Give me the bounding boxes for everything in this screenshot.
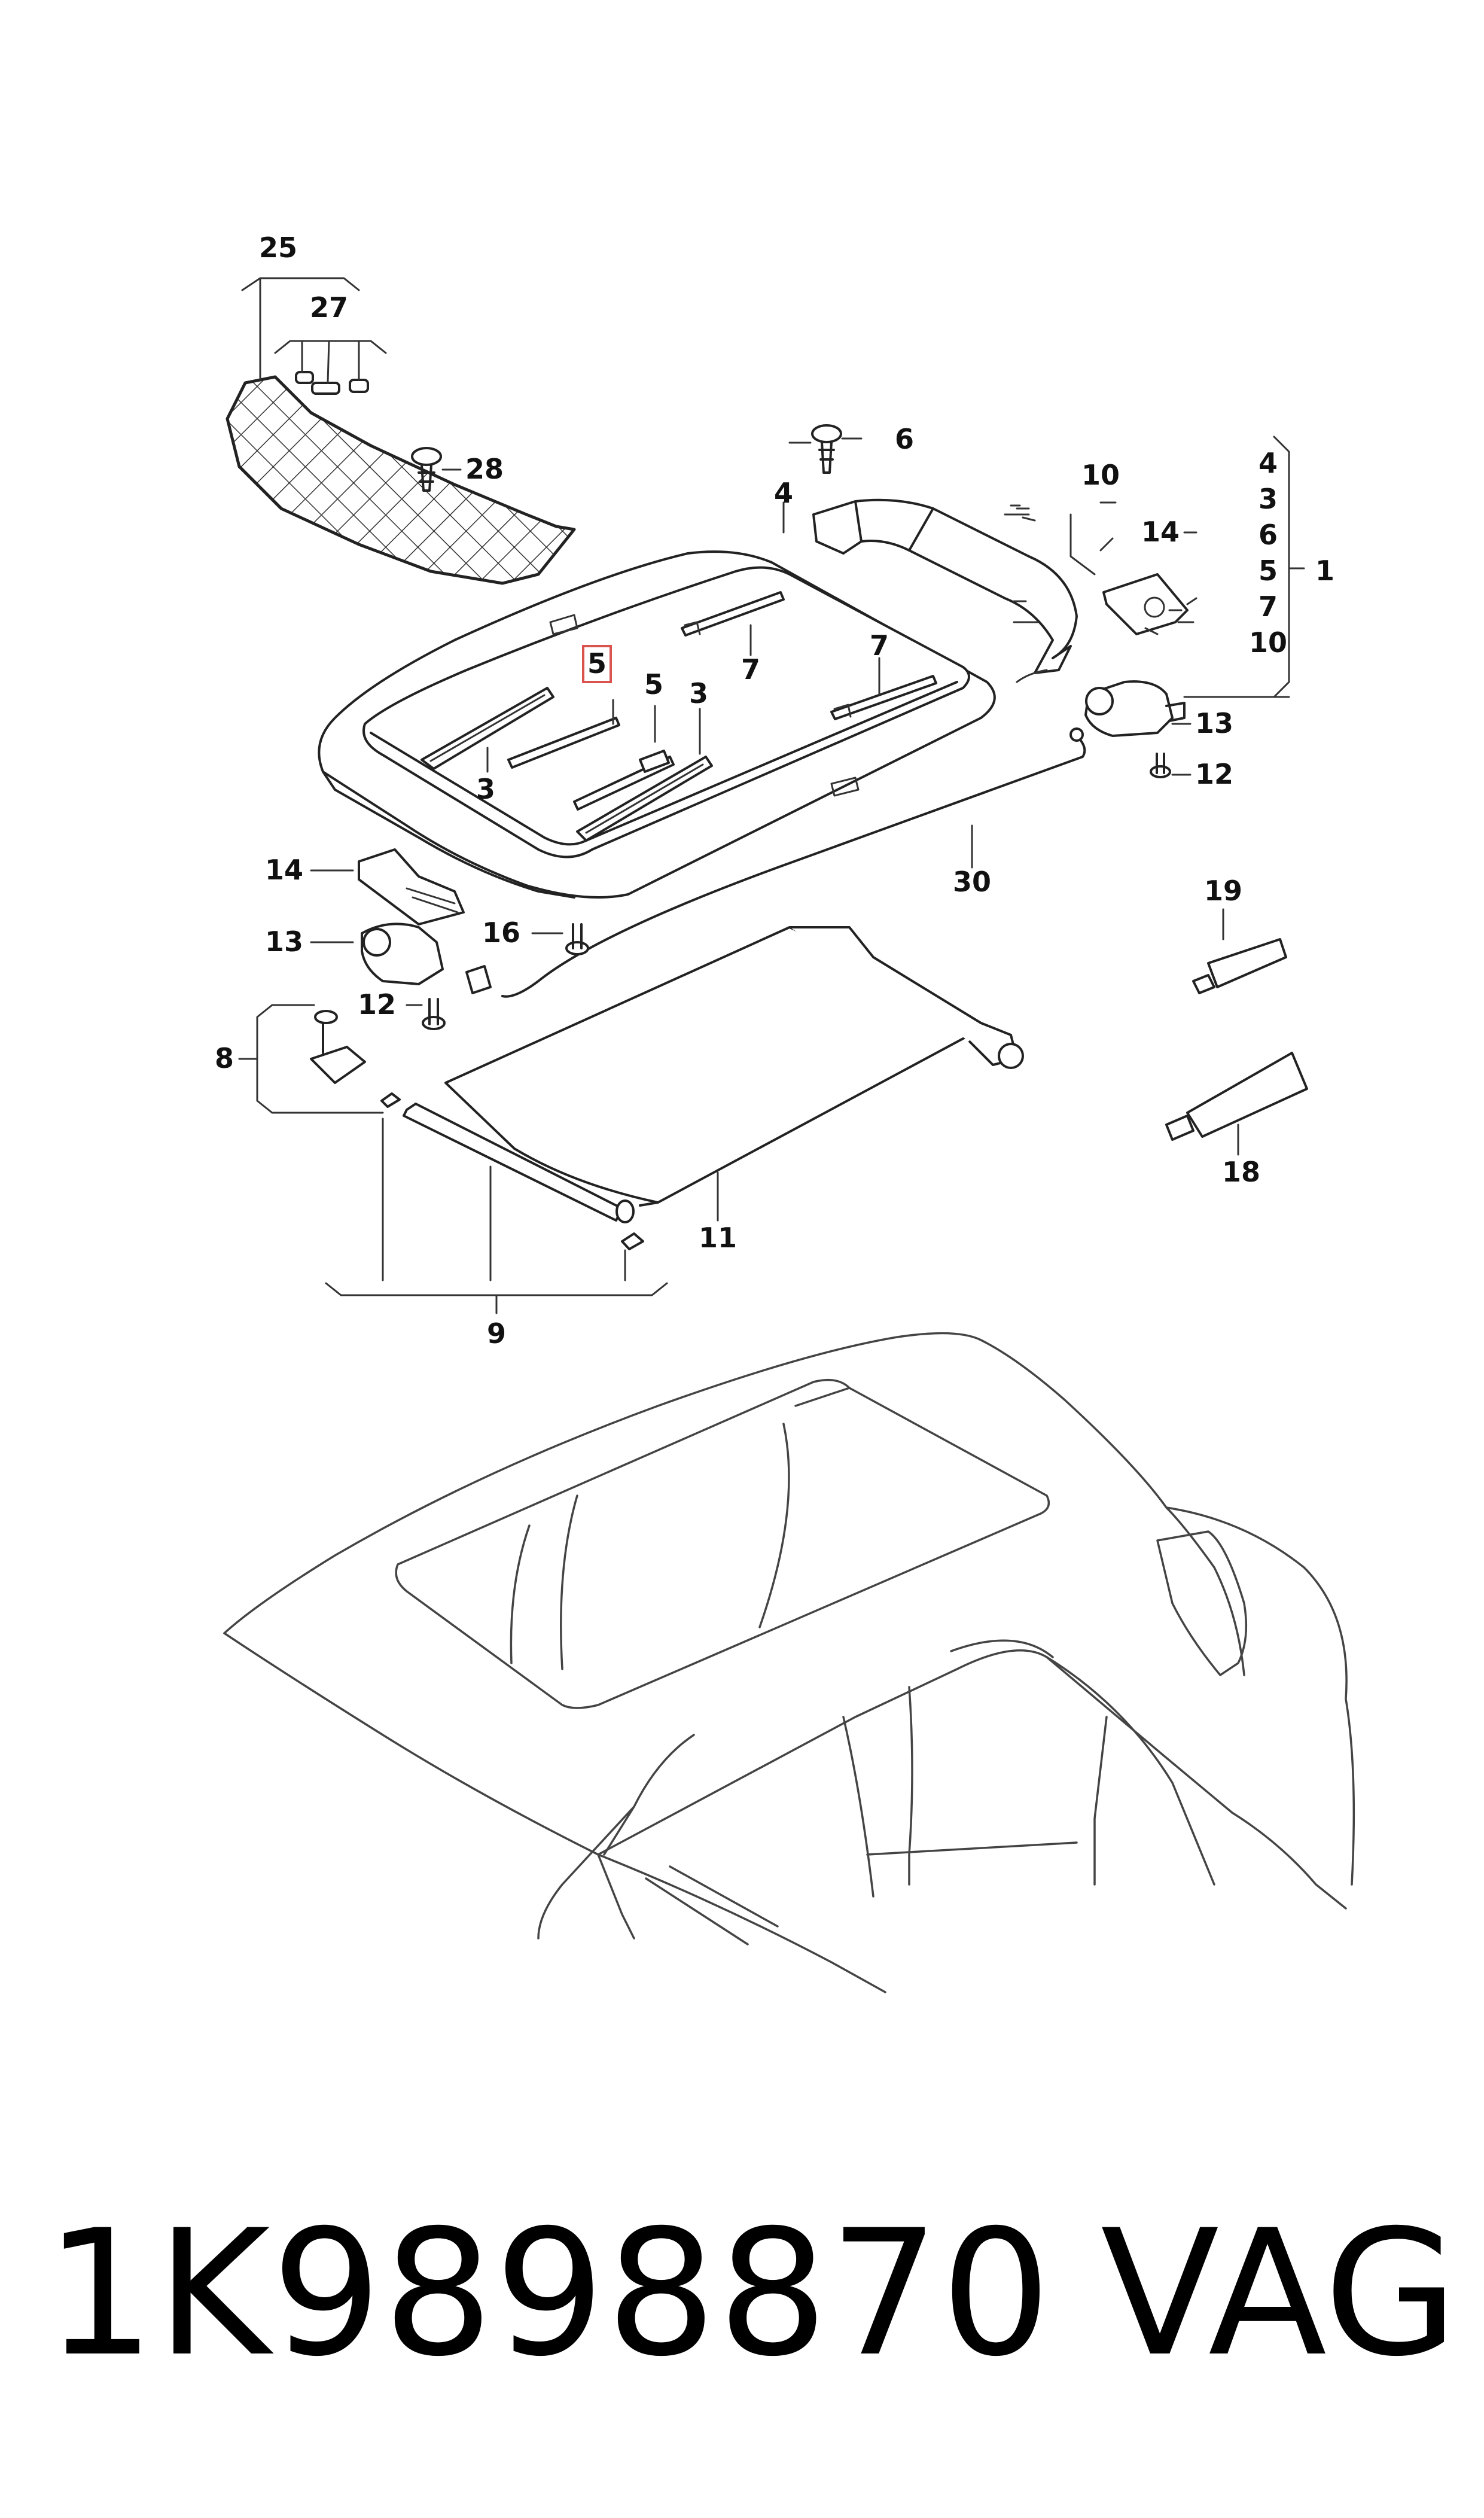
- callout-14-top: 14: [1141, 516, 1180, 548]
- sunshade-11: [380, 926, 1024, 1250]
- callout-4: 4: [774, 477, 793, 509]
- callout-5: 5: [644, 668, 663, 701]
- leader-lines: [238, 436, 1305, 1314]
- screw-12-left: [422, 998, 446, 1030]
- callout-1: 1: [1315, 555, 1334, 587]
- adhesive-tube-18: [1165, 1052, 1308, 1141]
- screw-6: [811, 424, 863, 474]
- callout-7-left: 7: [741, 653, 760, 686]
- callout-11: 11: [699, 1222, 737, 1254]
- motor-13-right: [1084, 680, 1186, 737]
- screw-28: [411, 447, 462, 492]
- callout-28: 28: [465, 453, 504, 485]
- callout-group-10: 10: [1249, 626, 1287, 659]
- cable-30: [501, 727, 1086, 998]
- callout-8: 8: [215, 1042, 234, 1074]
- callout-12-left: 12: [358, 988, 396, 1021]
- callout-16: 16: [482, 917, 520, 949]
- callout-group-3: 3: [1258, 483, 1278, 515]
- callout-group-6: 6: [1258, 519, 1278, 551]
- slider-5-right: [573, 750, 675, 811]
- motor-bracket-14-left: [358, 848, 465, 925]
- slider-5-left: [507, 717, 620, 769]
- guide-rail-3-left: [420, 687, 554, 770]
- callout-9: 9: [487, 1317, 506, 1350]
- callout-labels: 25 27 28 6 4 10 14 4 3 6 5 7 10 1 7 7 5 …: [215, 232, 1334, 1350]
- callout-27: 27: [310, 291, 348, 324]
- guide-rail-3-right: [576, 756, 713, 842]
- callout-10: 10: [1081, 459, 1120, 491]
- callout-14-left: 14: [265, 854, 303, 886]
- highlight-box-5: [582, 645, 612, 683]
- callout-18: 18: [1222, 1156, 1260, 1188]
- vehicle-roof-outline: [223, 1332, 1355, 1993]
- callout-13-left: 13: [265, 925, 303, 958]
- callout-group-4: 4: [1258, 447, 1278, 479]
- leader-25-27: [241, 277, 387, 384]
- callout-3-left: 3: [476, 773, 495, 805]
- callout-25: 25: [259, 232, 297, 264]
- callout-group-5: 5: [1258, 555, 1278, 587]
- bracket-10: [812, 498, 1078, 674]
- brand-label: VAG: [1101, 2193, 1458, 2395]
- callout-7-right: 7: [870, 629, 889, 662]
- callout-group-7: 7: [1258, 590, 1278, 623]
- callout-30: 30: [953, 866, 991, 898]
- clip-8: [310, 1010, 366, 1084]
- motor-bracket-14-top: [1102, 573, 1189, 635]
- callout-13-right: 13: [1195, 707, 1233, 739]
- wind-deflector-mesh: [226, 375, 576, 585]
- callout-19: 19: [1204, 875, 1242, 907]
- clip-27-set: [295, 371, 369, 395]
- sunroof-frame: [318, 550, 996, 899]
- slider-7-left: [681, 591, 785, 637]
- callout-12-right: 12: [1195, 758, 1233, 790]
- motor-13-left: [361, 922, 444, 985]
- grease-tube-19: [1192, 938, 1287, 994]
- callout-6: 6: [895, 423, 914, 455]
- callout-3-right: 3: [689, 677, 708, 710]
- screw-16: [565, 923, 589, 955]
- callout-5-highlighted: 5: [587, 647, 607, 680]
- cable-connector-left: [465, 965, 492, 994]
- slider-7-right: [830, 675, 937, 720]
- screw-12-right: [1150, 753, 1171, 778]
- part-number: 1K9898870: [45, 2193, 1053, 2395]
